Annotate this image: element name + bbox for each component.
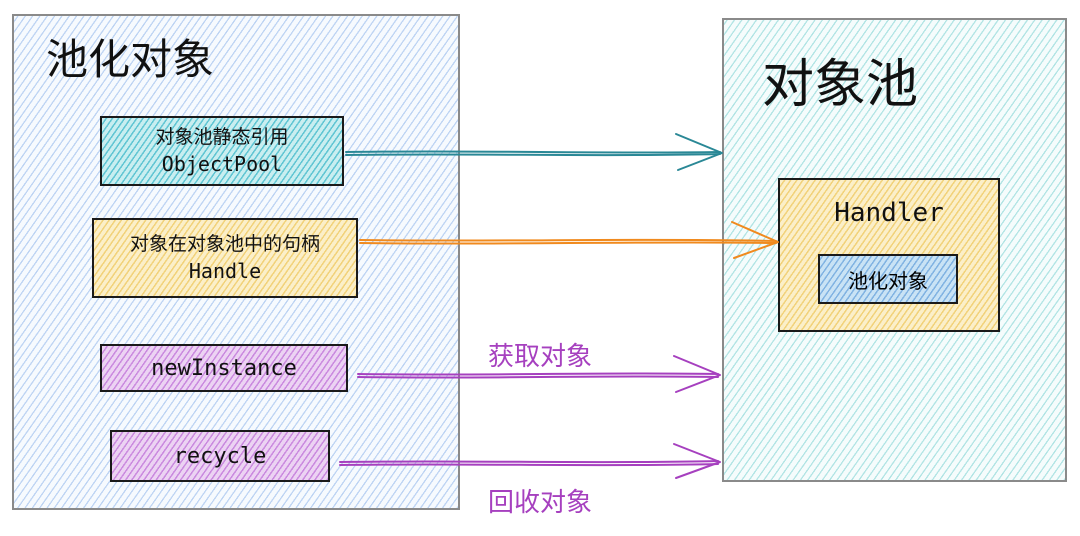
- handle-code: Handle: [188, 259, 262, 283]
- new-instance-label: newInstance: [151, 355, 297, 381]
- recycle-object-arrow: [339, 443, 721, 479]
- handle-arrow: [359, 221, 779, 259]
- objectpool-reference-caption: 对象池静态引用: [155, 126, 289, 148]
- recycle-box: recycle: [110, 430, 330, 482]
- handle-box: 对象在对象池中的句柄 Handle: [92, 218, 358, 298]
- get-object-arrow: [357, 355, 721, 393]
- object-pool-panel-title: 对象池: [762, 55, 919, 115]
- pooled-object-inner-box: 池化对象: [818, 254, 958, 304]
- objectpool-arrow: [345, 133, 723, 171]
- recycle-object-label: 回收对象: [488, 488, 593, 518]
- handler-label: Handler: [834, 198, 944, 228]
- pooled-object-inner-label: 池化对象: [848, 268, 928, 293]
- handle-caption: 对象在对象池中的句柄: [129, 233, 320, 255]
- pooled-object-panel-title: 池化对象: [46, 35, 215, 84]
- get-object-label: 获取对象: [488, 342, 593, 372]
- recycle-label: recycle: [173, 443, 267, 469]
- objectpool-reference-box: 对象池静态引用 ObjectPool: [100, 116, 344, 186]
- objectpool-reference-code: ObjectPool: [161, 152, 283, 176]
- new-instance-box: newInstance: [100, 344, 348, 392]
